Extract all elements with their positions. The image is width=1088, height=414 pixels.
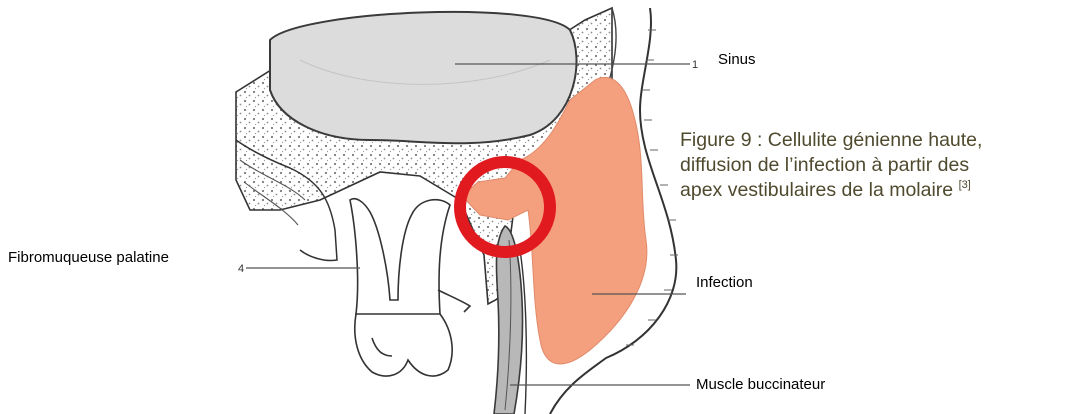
- label-fibromuqueuse-palatine: Fibromuqueuse palatine: [8, 249, 169, 267]
- label-muscle-buccinateur: Muscle buccinateur: [696, 376, 825, 394]
- sinus-cavity: [270, 12, 577, 143]
- molar-tooth: [350, 199, 470, 376]
- caption-line-1: Figure 9 : Cellulite génienne haute,: [680, 128, 1085, 153]
- caption-line-3: apex vestibulaires de la molaire: [680, 179, 953, 201]
- caption-line-3-wrapper: apex vestibulaires de la molaire [3]: [680, 178, 1085, 203]
- label-infection: Infection: [696, 274, 753, 292]
- fibromuqueuse-leader-number: 4: [238, 263, 244, 275]
- caption-line-2: diffusion de l’infection à partir des: [680, 153, 1085, 178]
- caption-reference: [3]: [959, 179, 971, 191]
- label-sinus: Sinus: [718, 51, 756, 69]
- figure-caption: Figure 9 : Cellulite génienne haute, dif…: [680, 128, 1085, 203]
- sinus-leader-number: 1: [692, 59, 698, 71]
